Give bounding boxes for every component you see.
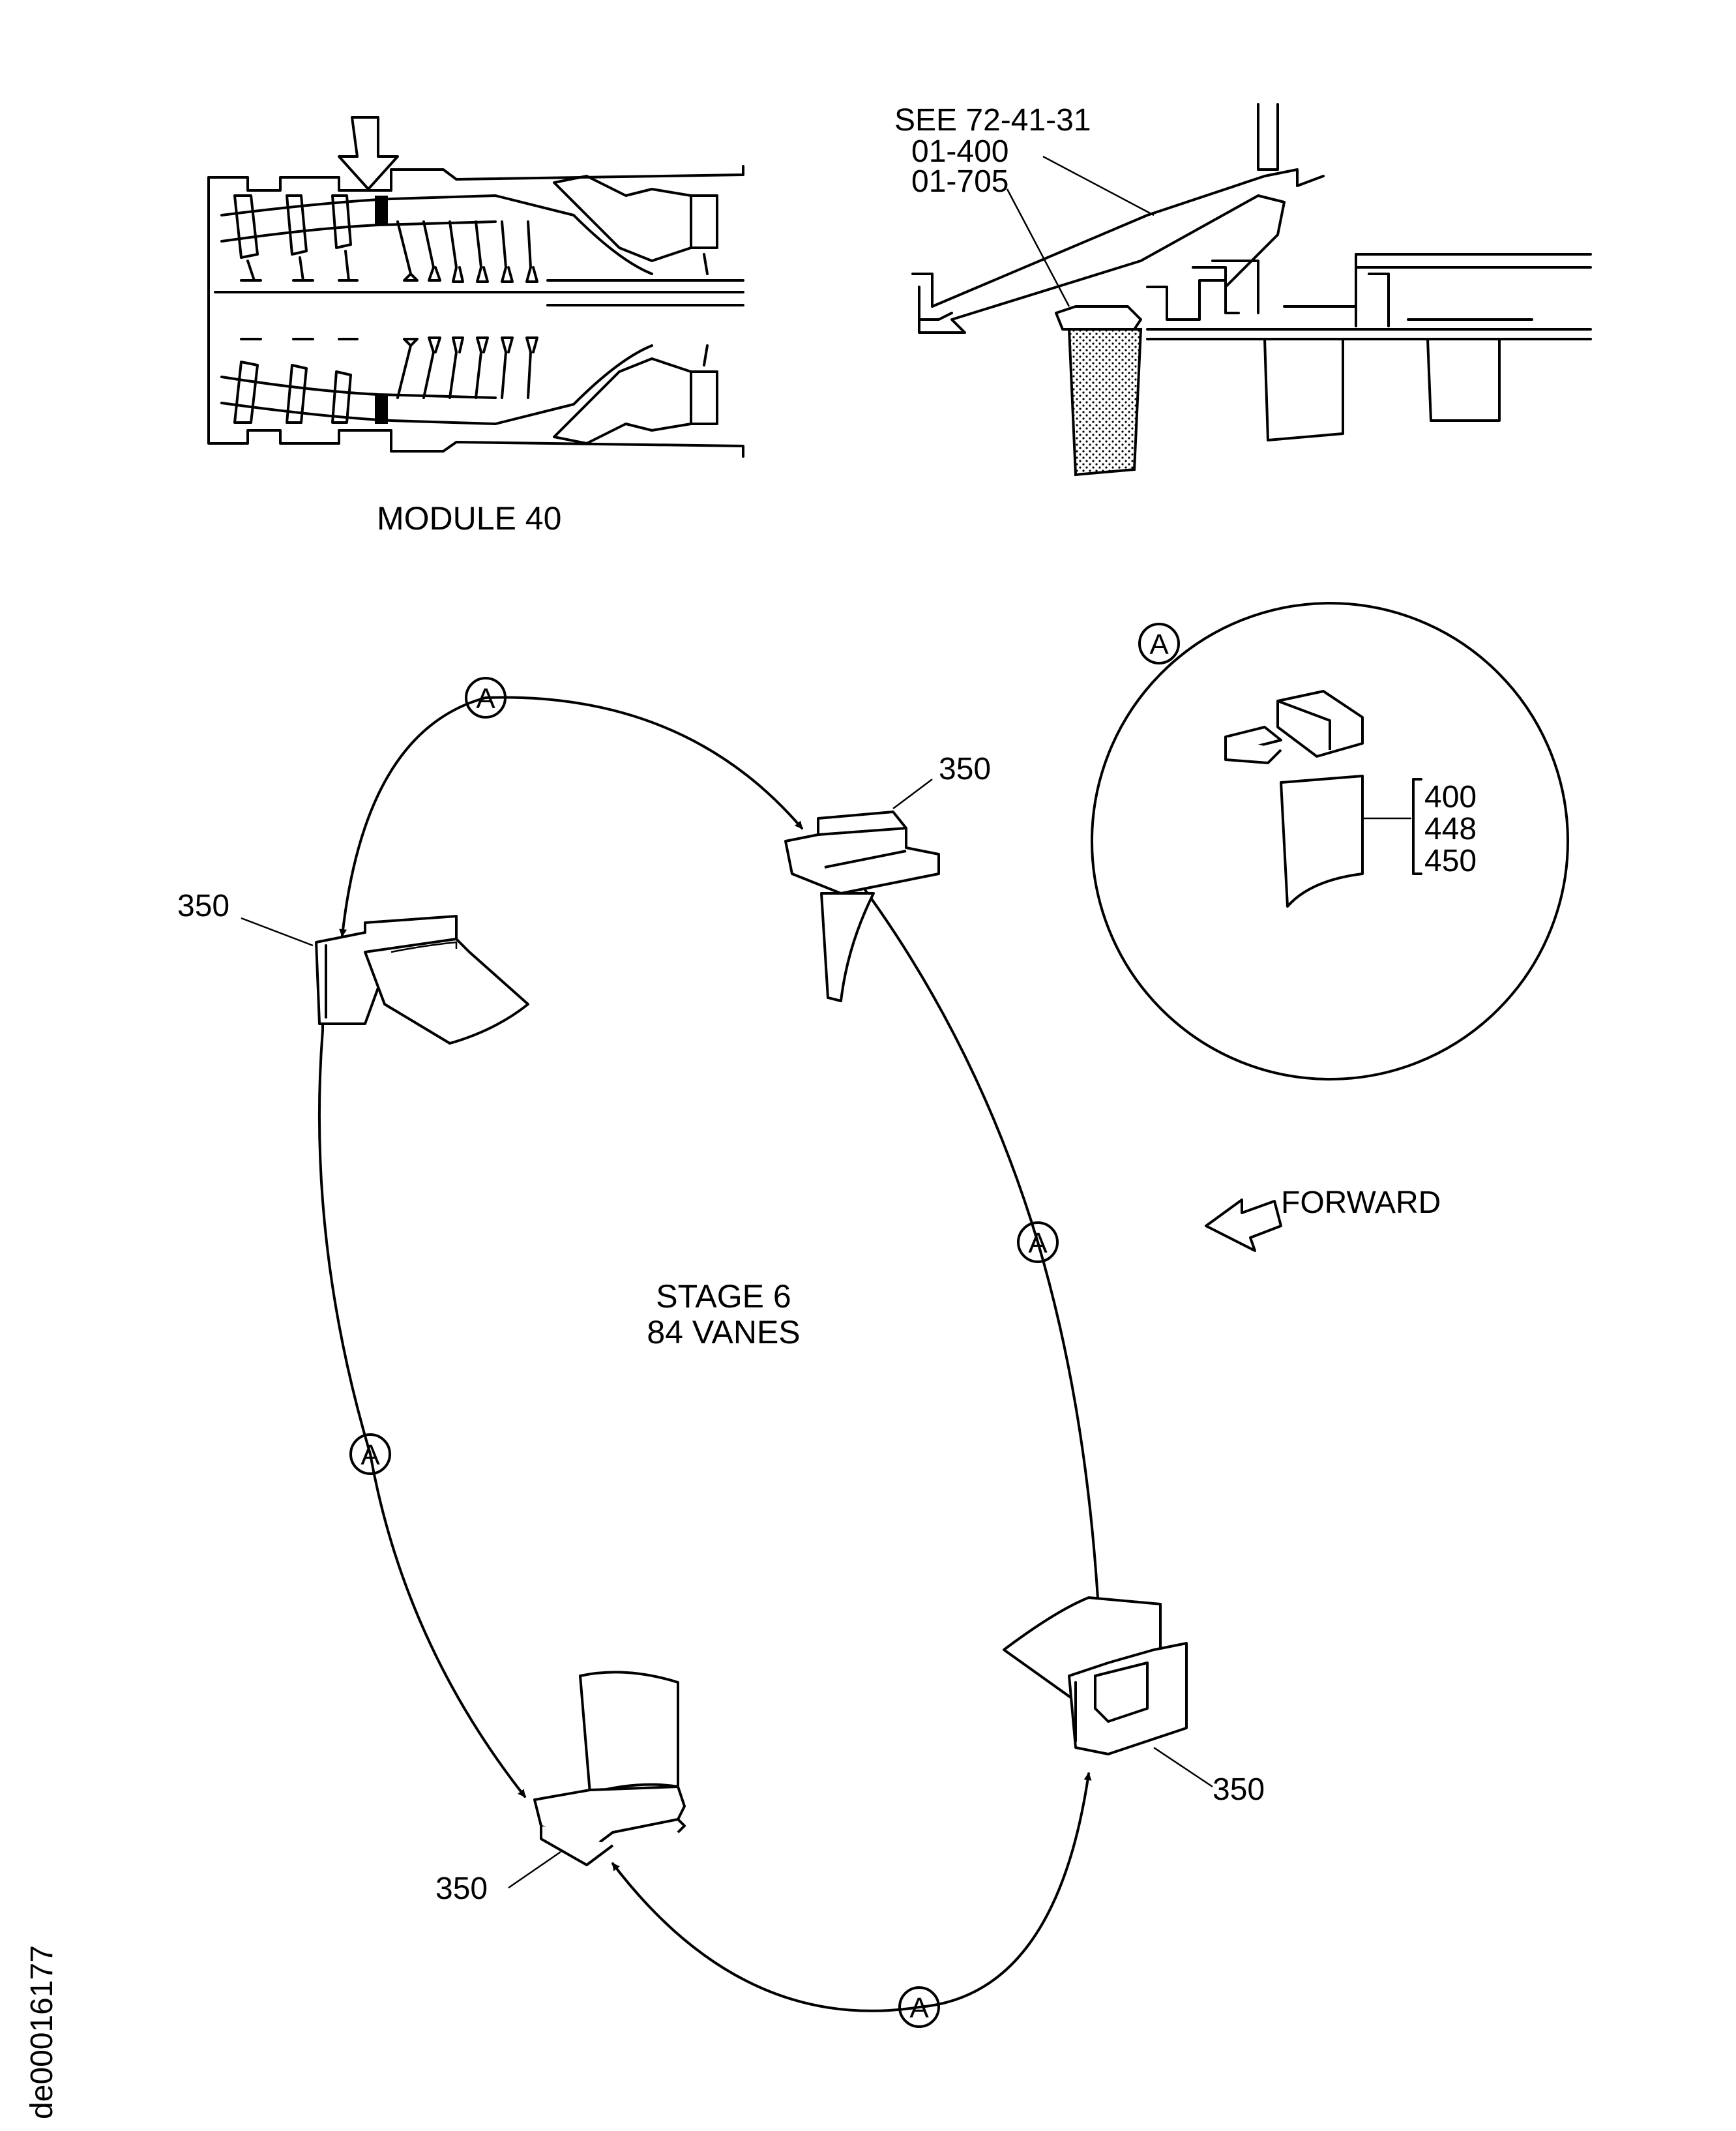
ring-part-label-upper-right: 350 (939, 752, 991, 786)
section-vane (1067, 328, 1143, 477)
vane-segment-upper-left (315, 915, 529, 1045)
forward-indicator: FORWARD (1205, 1185, 1441, 1252)
forward-arrow-icon (1205, 1199, 1282, 1252)
detail-a-view: A 400 448 450 (1091, 602, 1569, 1080)
ring-tag-top-letter: A (476, 683, 495, 715)
ring-part-label-lower-right: 350 (1213, 1772, 1265, 1807)
ring-part-label-lower-left: 350 (435, 1871, 488, 1906)
ring-tag-left: A (349, 1433, 391, 1475)
part-number-448: 448 (1424, 812, 1477, 846)
upper-rotor-discs (240, 220, 538, 283)
vane-segment-upper-right (784, 811, 940, 1002)
ring-arrows (317, 696, 1106, 2012)
ring-tag-right-letter: A (1028, 1227, 1048, 1259)
detail-a-tag (1138, 623, 1180, 664)
module-caption: MODULE 40 (377, 500, 561, 537)
location-arrow (338, 116, 399, 190)
ring-tag-left-letter: A (360, 1439, 380, 1471)
see-reference: SEE 72-41-31 (894, 103, 1091, 138)
stage-line-2: 84 VANES (647, 1314, 800, 1350)
lower-rotor-discs (240, 336, 538, 399)
ring-part-label-upper-left: 350 (177, 889, 229, 923)
part-number-450: 450 (1424, 844, 1477, 878)
stage-line-1: STAGE 6 (656, 1278, 791, 1315)
vane-segment-lower-right (1003, 1596, 1188, 1755)
ring-tag-top: A (465, 677, 507, 719)
forward-label: FORWARD (1281, 1185, 1441, 1220)
part-number-400: 400 (1424, 780, 1477, 814)
engine-cross-section (207, 116, 744, 458)
ring-tag-bottom-letter: A (909, 1992, 929, 2024)
ring-tag-bottom: A (898, 1986, 940, 2028)
ring-tag-right: A (1017, 1221, 1059, 1263)
detail-a-tag-letter: A (1149, 629, 1169, 661)
section-ref-2: 01-705 (911, 164, 1008, 199)
section-ref-1: 01-400 (911, 134, 1008, 169)
document-id: de00016177 (25, 1945, 59, 2119)
vane-segment-lower-left (533, 1671, 686, 1866)
section-view: SEE 72-41-31 01-400 01-705 (894, 103, 1592, 477)
